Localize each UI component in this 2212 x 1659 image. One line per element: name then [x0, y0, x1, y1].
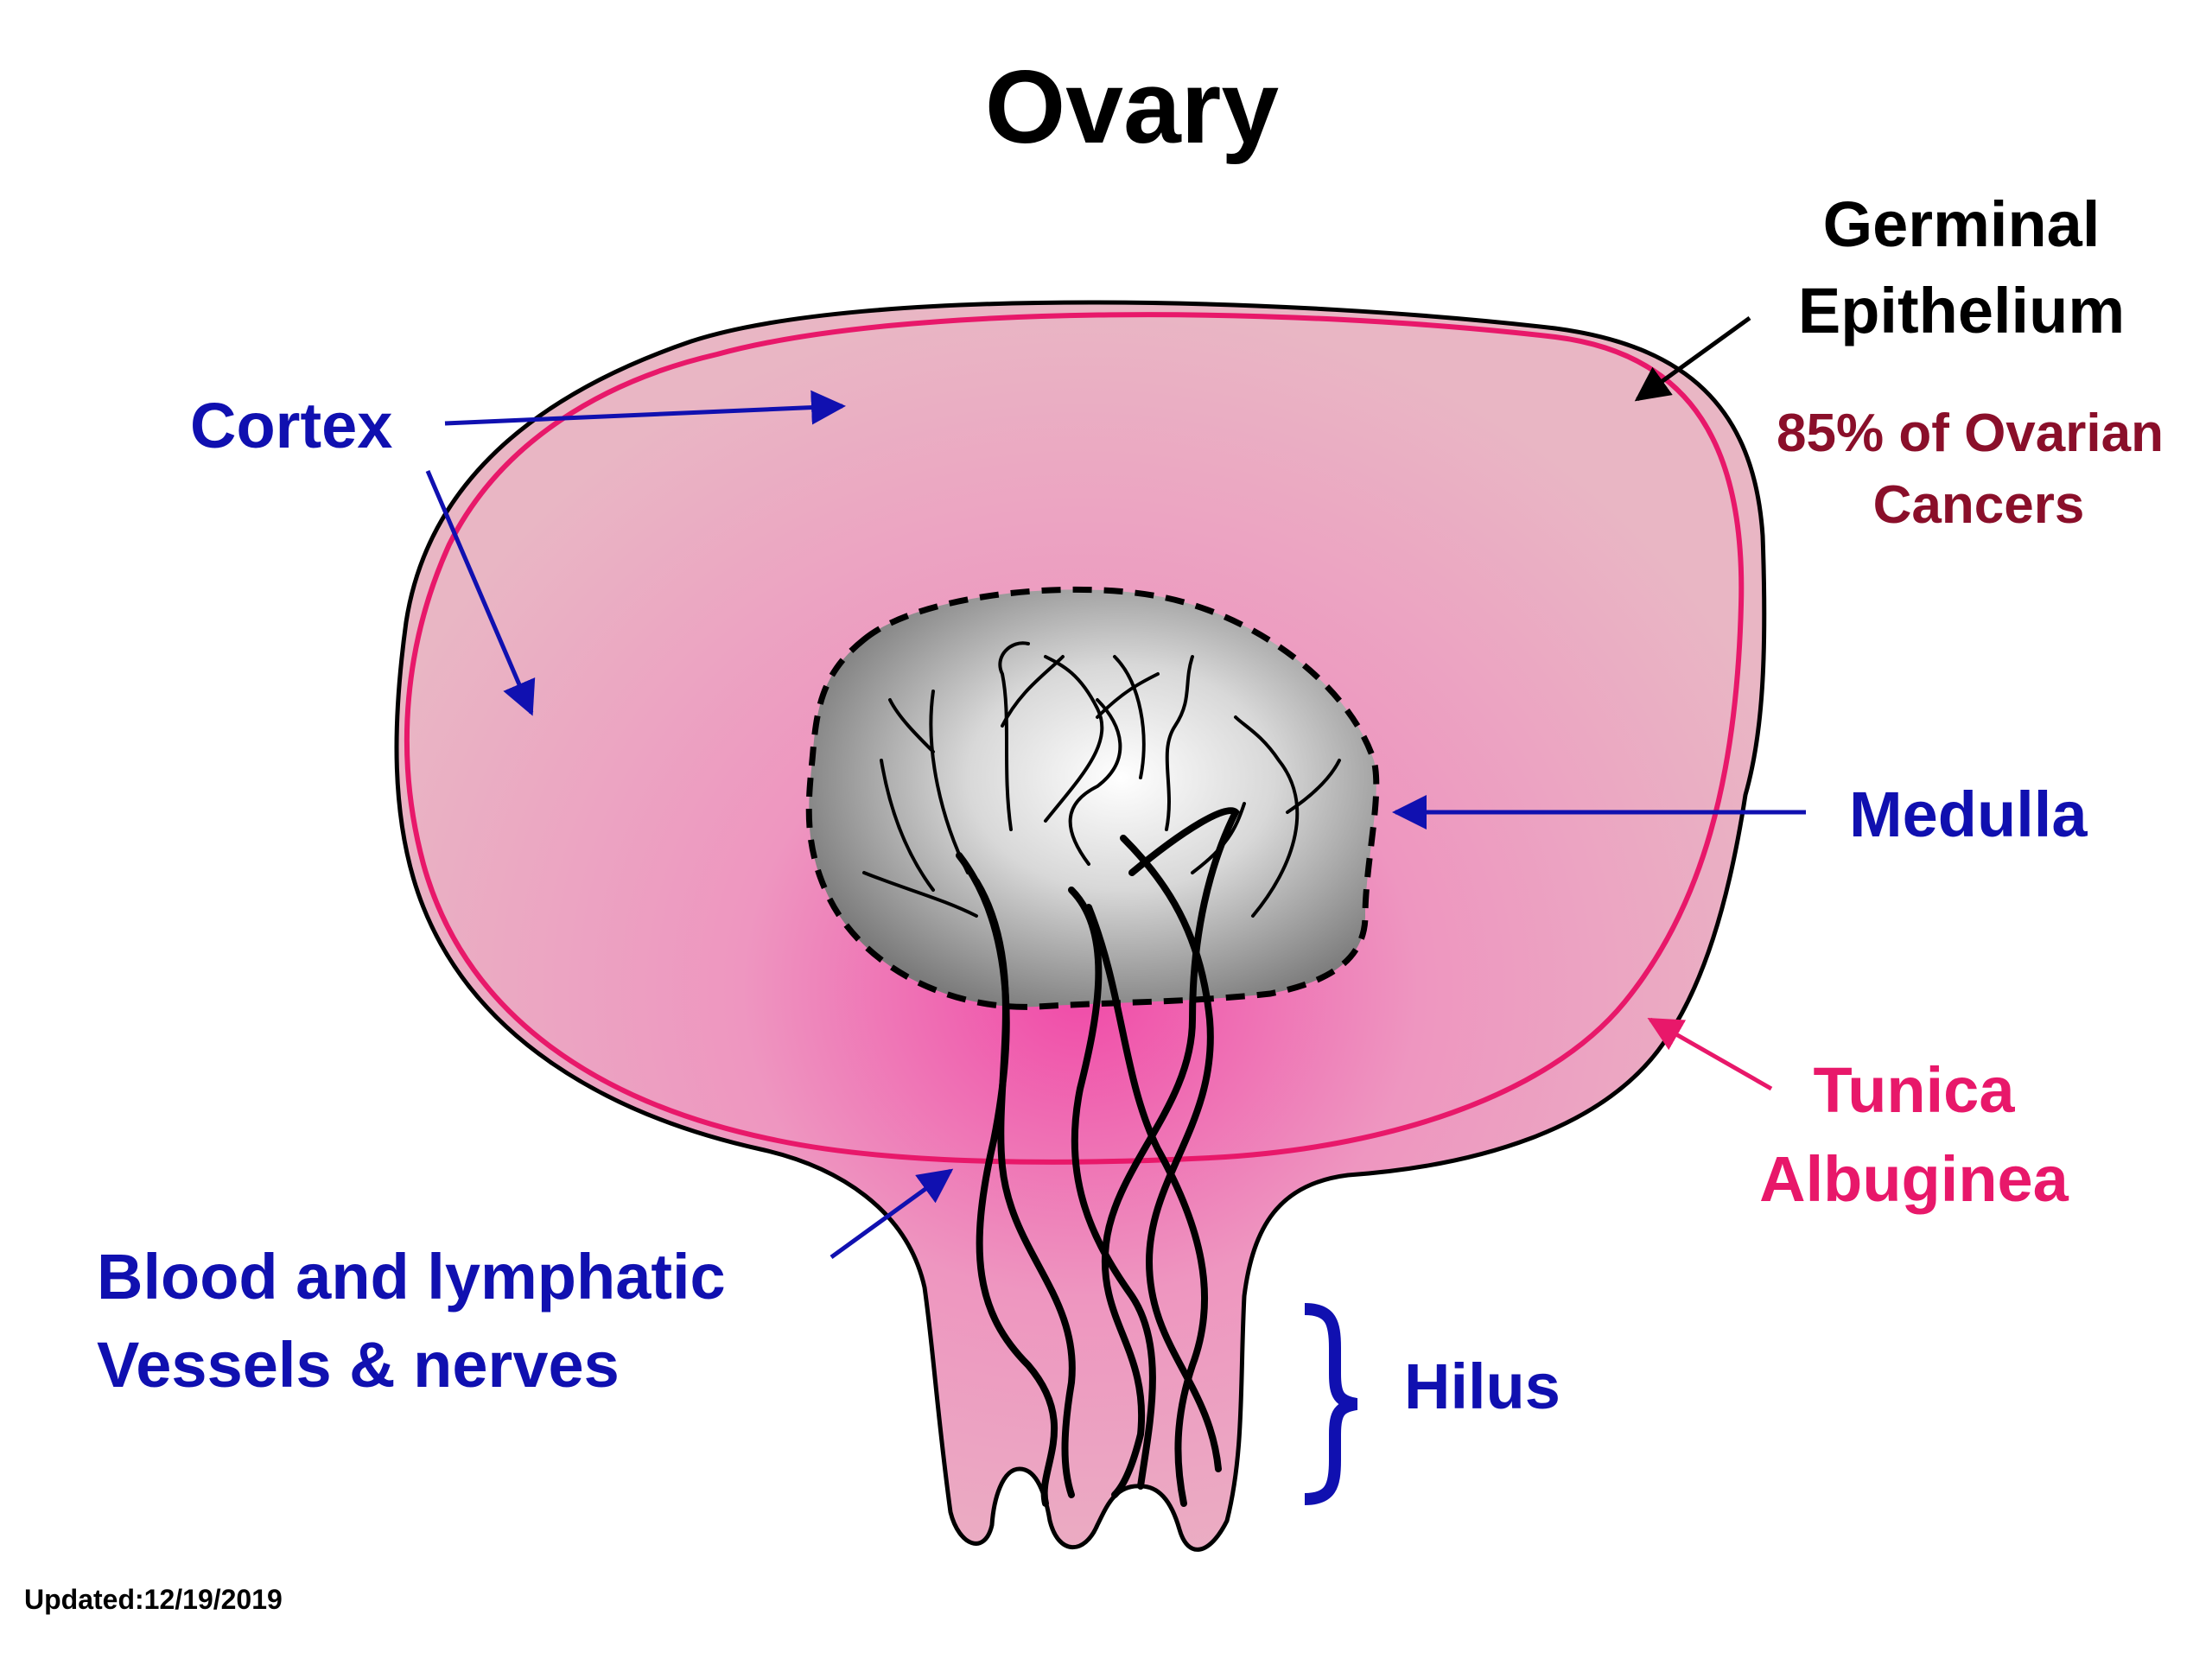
updated-date: Updated:12/19/2019	[24, 1584, 283, 1615]
germinal-epithelium-arrow	[1634, 315, 1751, 402]
tunica-albuginea-label-line2: Albuginea	[1759, 1143, 2069, 1215]
hilus-brace	[1304, 1303, 1358, 1505]
medulla-region	[805, 586, 1380, 1010]
hilus-vessels	[956, 807, 1240, 1507]
vessels-label-line1: Blood and lymphatic	[97, 1241, 726, 1313]
ovarian-cancer-note-line1: 85% of Ovarian	[1777, 404, 2164, 463]
cortex-label: Cortex	[190, 390, 392, 461]
vessels-arrow	[830, 1168, 954, 1260]
vessels-label-line2: Vessels & nerves	[97, 1329, 620, 1401]
tunica-albuginea-arrow	[1647, 1017, 1773, 1091]
hilus-label: Hilus	[1404, 1351, 1560, 1422]
cortex-arrow-upper	[444, 390, 846, 426]
ovarian-cancer-note-line2: Cancers	[1873, 475, 2085, 535]
tunica-albuginea-label-line1: Tunica	[1814, 1054, 2016, 1126]
medulla-vessels	[862, 641, 1341, 918]
medulla-label: Medulla	[1849, 779, 2088, 850]
tunica-albuginea-line	[404, 312, 1745, 1165]
cortex-arrow-lower	[425, 470, 536, 716]
diagram-title: Ovary	[985, 49, 1280, 165]
germinal-epithelium-label-line2: Epithelium	[1798, 275, 2125, 346]
germinal-epithelium-label-line1: Germinal	[1823, 188, 2101, 260]
